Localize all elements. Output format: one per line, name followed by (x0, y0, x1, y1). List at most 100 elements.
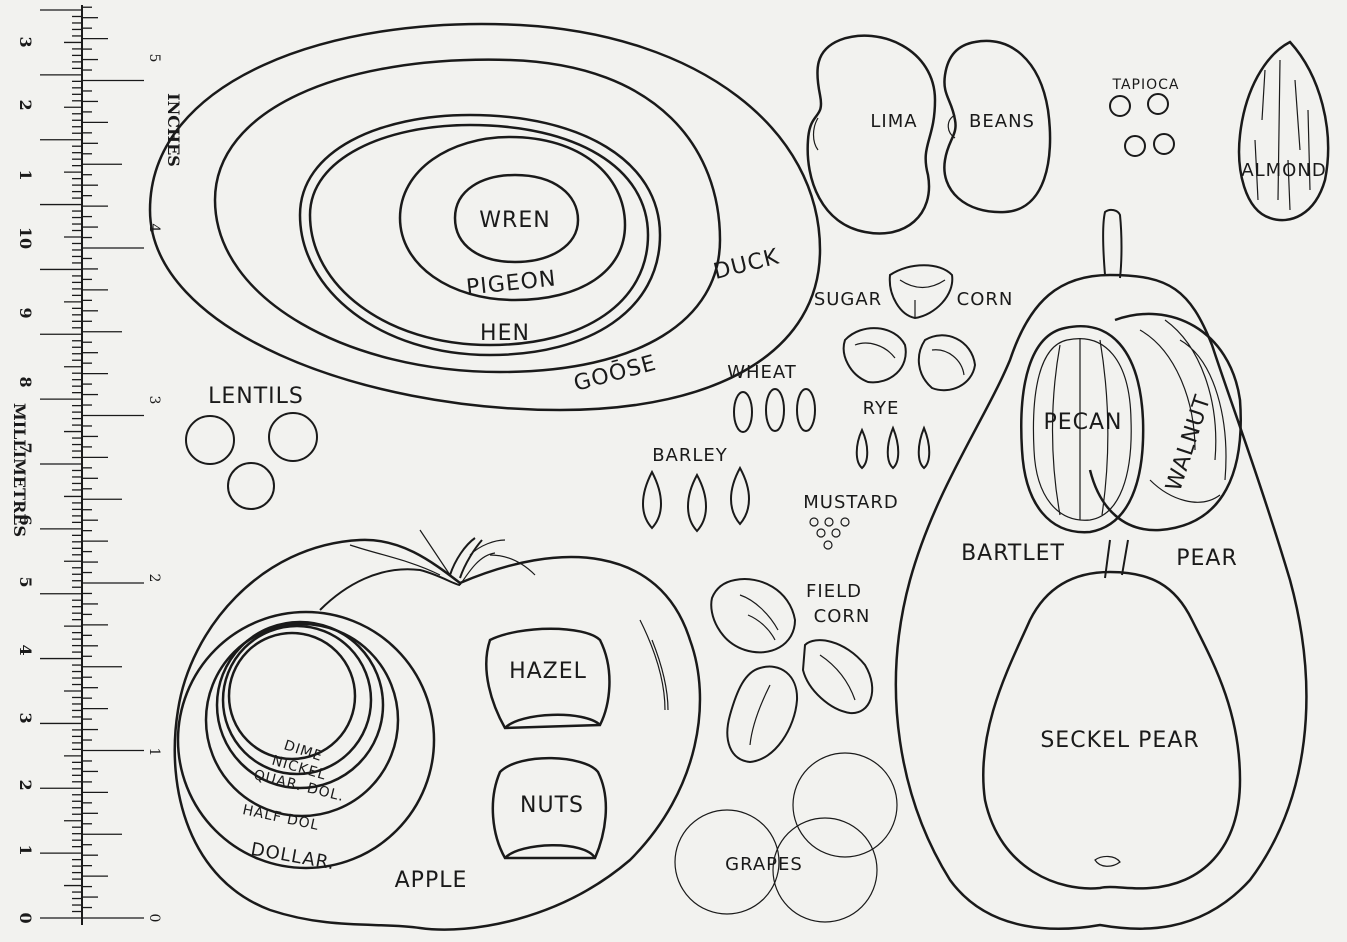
wheat-grain (797, 389, 815, 431)
rye-label: RYE (863, 398, 900, 419)
sugar-corn-group (844, 265, 975, 390)
field-corn-kernel-detail (740, 595, 778, 640)
inch-mark-label: 3 (146, 396, 162, 405)
lima-label: LIMA (870, 111, 917, 132)
apple-stem-cavity (320, 569, 460, 610)
field-corn-kernel (711, 579, 795, 652)
sugar-label: SUGAR (814, 289, 882, 310)
inch-mark-label: 1 (146, 748, 162, 757)
mm-mark-label: 0 (16, 912, 35, 923)
barley-grain (688, 475, 706, 531)
field-corn-kernel-detail (820, 655, 855, 700)
half-dollar-label: HALF DOL (241, 802, 321, 834)
lima-bean-left (808, 36, 935, 234)
sugar-corn-kernel (919, 335, 975, 390)
almond-label: ALMOND (1241, 160, 1326, 181)
apple-shading (640, 620, 668, 710)
field-label: FIELD (806, 581, 862, 602)
barley-label: BARLEY (652, 445, 728, 466)
rye-group (857, 428, 930, 468)
field-corn-kernel (727, 667, 797, 762)
mustard-seed (825, 518, 833, 526)
hen-label: HEN (480, 321, 530, 346)
inches-label: INCHES (164, 93, 183, 167)
mustard-seed (810, 518, 818, 526)
tapioca-pearl (1154, 134, 1174, 154)
mm-mark-label: 2 (16, 99, 35, 110)
beans-label: BEANS (969, 111, 1035, 132)
sugar-corn-kernel-detail (932, 350, 964, 375)
sugar-corn-kernel (890, 265, 953, 318)
mm-mark-label: 10 (16, 227, 35, 249)
rye-grain (857, 430, 868, 468)
hen-egg-inner-outline (310, 125, 648, 345)
grape (793, 753, 897, 857)
lima-bean-left-hilum (814, 118, 819, 150)
mm-mark-label: 1 (16, 844, 35, 855)
inch-mark-label: 0 (146, 914, 162, 923)
sugar-corn-kernel (844, 328, 906, 382)
bartlet-pear-outline (896, 275, 1306, 929)
dollar-label: DOLLAR. (249, 839, 337, 875)
sugar-corn-kernel-detail (900, 280, 945, 318)
mustard-group (810, 518, 849, 549)
bartlet-label: BARTLET (961, 541, 1065, 566)
mm-mark-label: 8 (16, 376, 35, 387)
mustard-seed (841, 518, 849, 526)
nuts-label: NUTS (520, 793, 584, 818)
mustard-seed (832, 529, 840, 537)
sugar-corn-kernel-detail (855, 343, 895, 358)
pear-label: PEAR (1176, 546, 1238, 571)
grapes-group (675, 753, 897, 922)
apple-label: APPLE (395, 868, 468, 893)
mm-mark-label: 5 (16, 576, 35, 587)
wheat-grain (766, 389, 784, 431)
lentil (228, 463, 274, 509)
inch-mark-label: 2 (146, 574, 162, 583)
pigeon-label: PIGEON (465, 266, 558, 300)
grapes-label: GRAPES (725, 854, 803, 875)
lentil (269, 413, 317, 461)
wren-label: WREN (479, 208, 550, 233)
apple-stem (450, 538, 482, 578)
bartlet-pear-stem (1103, 210, 1121, 278)
tapioca-pearl (1110, 96, 1130, 116)
lima-beans-group (808, 36, 1050, 234)
lentil (186, 416, 234, 464)
field-corn-kernel-detail (750, 685, 770, 745)
goose-egg-outline (215, 60, 720, 372)
lentils-group (186, 413, 317, 509)
lentils-label: LENTILS (208, 384, 304, 409)
hazel-nut-base (505, 845, 595, 858)
mm-mark-label: 4 (16, 644, 35, 655)
rye-grain (919, 428, 930, 468)
barley-grain (731, 468, 749, 524)
corn-label: CORN (957, 289, 1014, 310)
almond-texture (1255, 60, 1310, 210)
mm-mark-label: 2 (16, 779, 35, 790)
mustard-seed (817, 529, 825, 537)
barley-grain (643, 472, 661, 528)
field-corn-kernel (803, 640, 872, 713)
barley-group (643, 468, 749, 531)
wheat-label: WHEAT (727, 362, 797, 383)
rye-grain (888, 428, 899, 468)
tapioca-pearl (1148, 94, 1168, 114)
mm-mark-label: 9 (16, 307, 35, 318)
inch-mark-label: 4 (146, 224, 162, 233)
millimetres-label: MILLIMETRES (10, 403, 29, 537)
wheat-grain (734, 392, 752, 432)
tapioca-label: TAPIOCA (1112, 77, 1180, 93)
mm-mark-label: 3 (16, 36, 35, 47)
wheat-group (734, 389, 815, 432)
tapioca-pearl (1125, 136, 1145, 156)
almond-outline (1239, 42, 1328, 220)
hazel-label: HAZEL (509, 659, 587, 684)
mm-mark-label: 1 (16, 169, 35, 180)
seckel-pear-blossom (1095, 856, 1120, 866)
seckel-pear-label: SECKEL PEAR (1040, 728, 1199, 753)
mm-mark-label: 3 (16, 712, 35, 723)
duck-label: DUCK (711, 244, 782, 284)
